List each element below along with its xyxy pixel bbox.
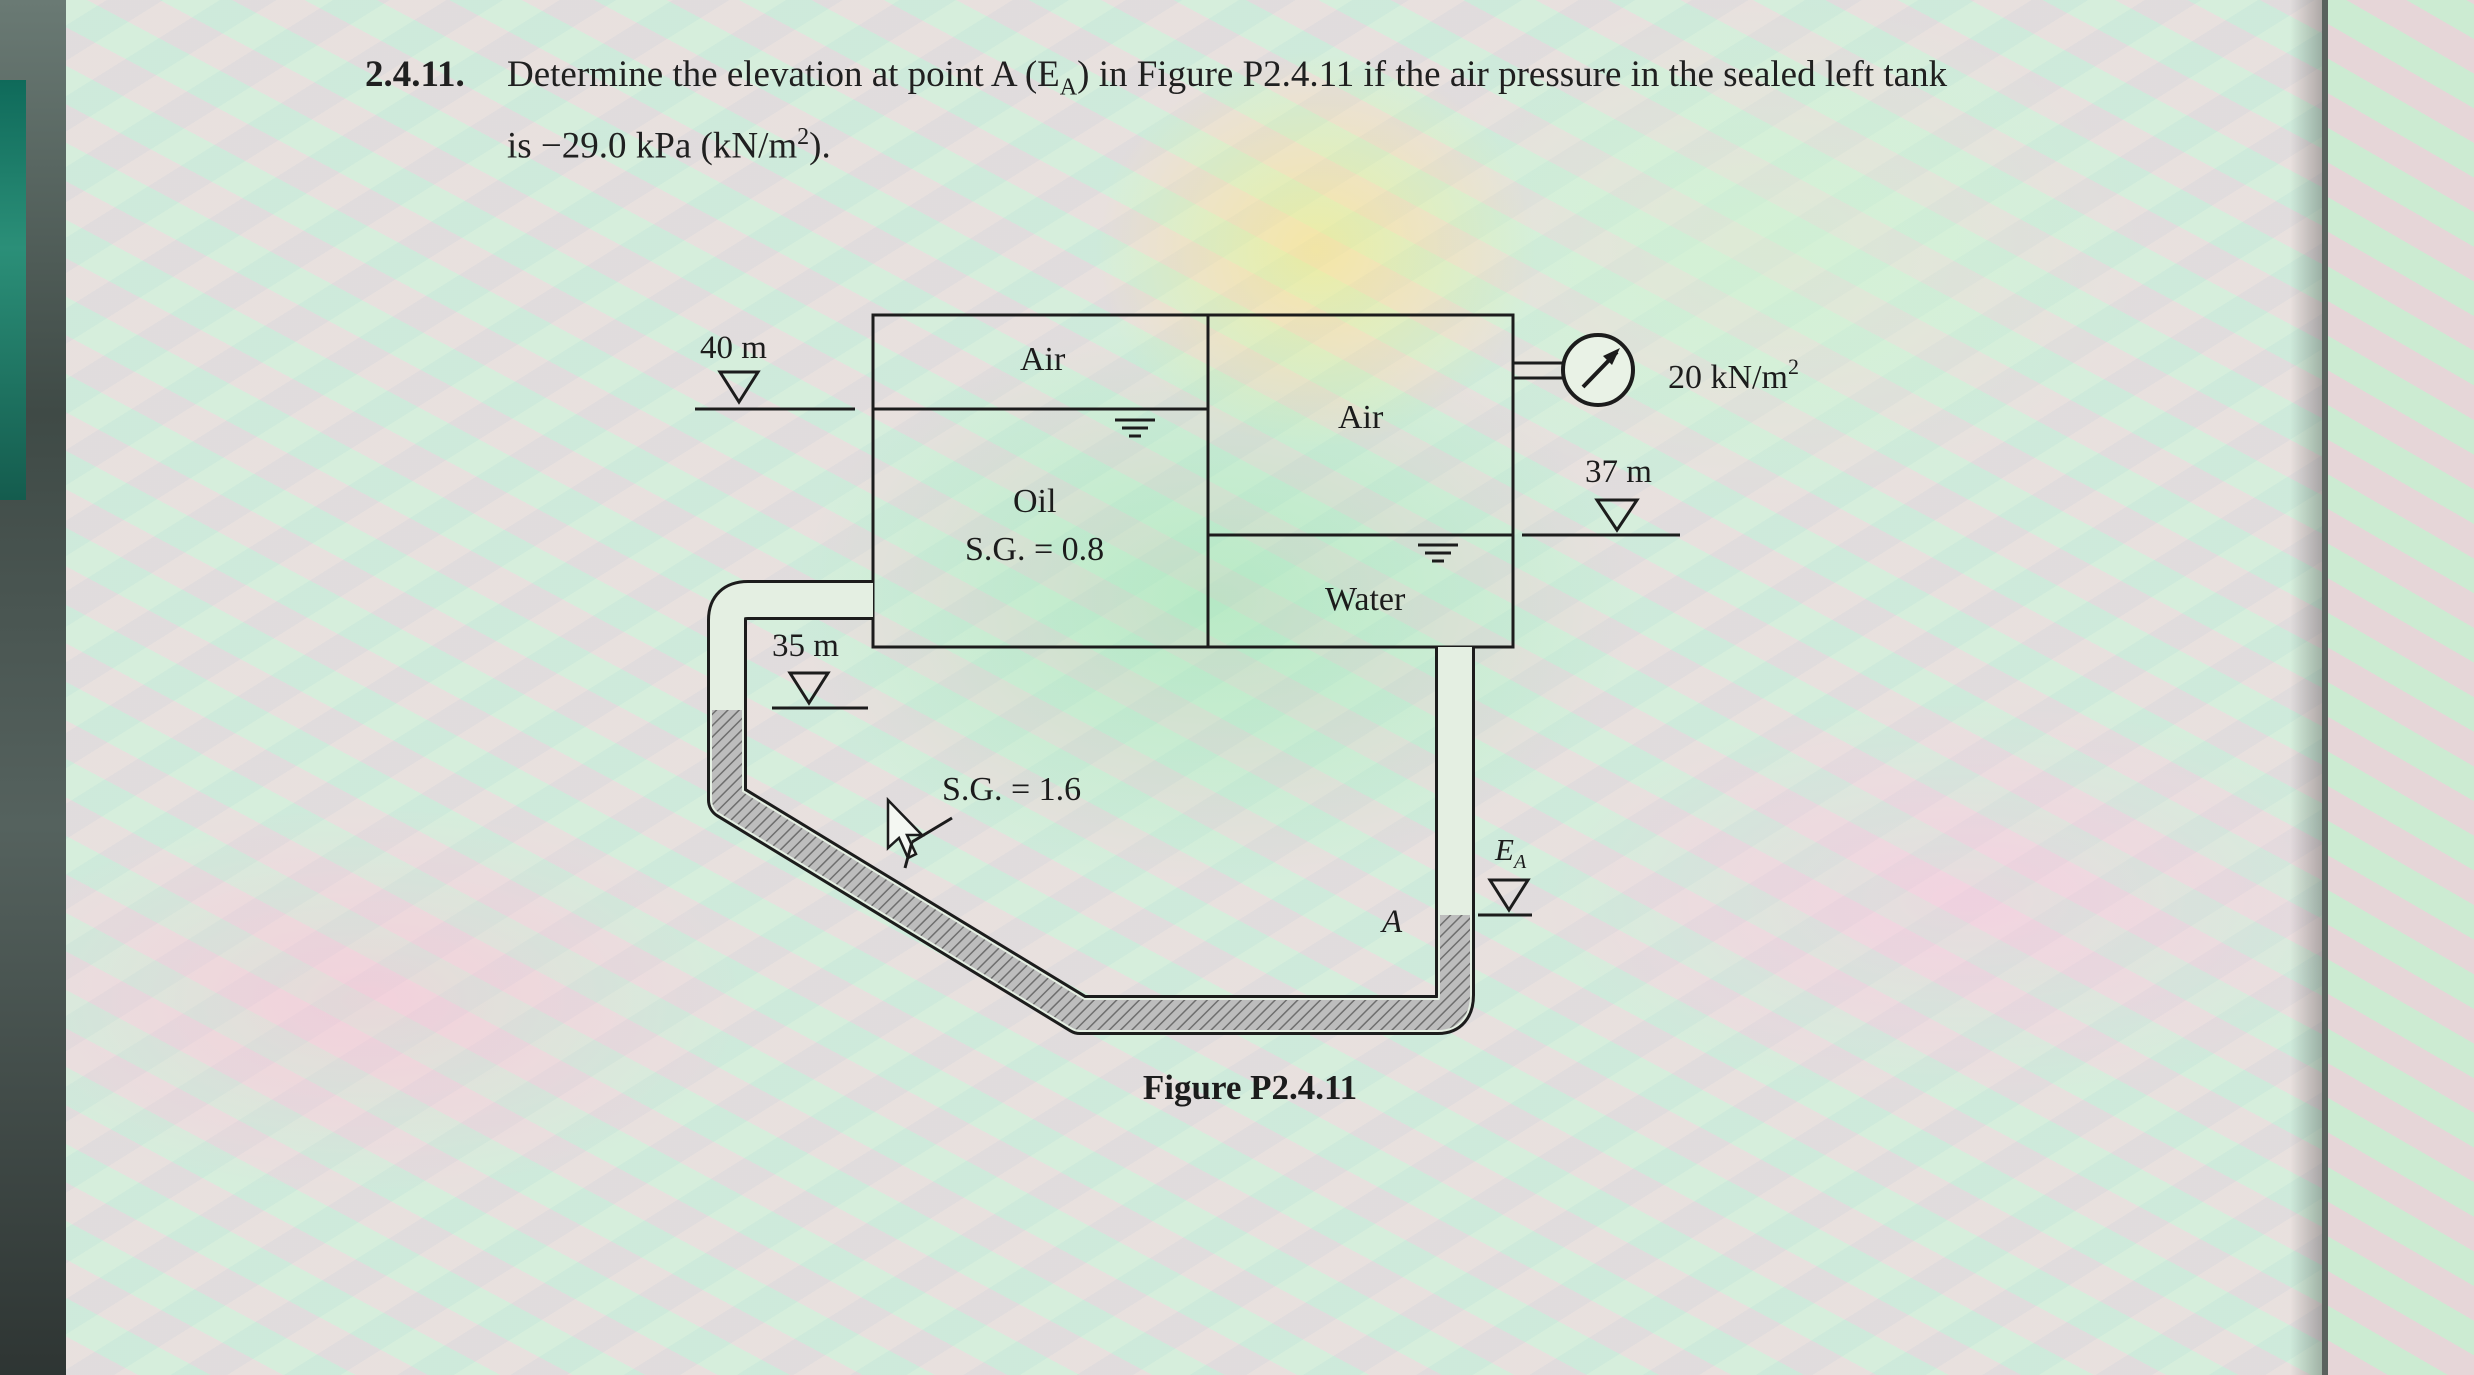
right-tank [1206, 313, 1515, 649]
problem-line1: Determine the elevation at point A (E [507, 54, 1060, 95]
page-gutter-shadow [2290, 0, 2322, 1375]
elevation-marker-35: 35 m [772, 628, 868, 710]
problem-text: Determine the elevation at point A (EA) … [507, 50, 2157, 172]
datum-triangle-icon [1594, 498, 1640, 533]
elevation-marker-40: 40 m [695, 330, 855, 411]
datum-triangle-icon [1487, 878, 1531, 913]
gauge-pipe [1511, 361, 1563, 380]
right-tank-air-label: Air [1338, 399, 1384, 436]
problem-line1-end: ) in Figure P2.4.11 if the air pressure … [1077, 54, 1948, 95]
problem-number: 2.4.11. [365, 54, 465, 95]
manometer-fluid [712, 710, 1470, 1030]
water-label: Water [1325, 581, 1406, 618]
gauge-reading-label: 20 kN/m2 [1668, 354, 1799, 396]
textbook-page [66, 0, 2322, 1375]
elevation-37-label: 37 m [1585, 454, 1652, 490]
oil-sg-label: S.G. = 0.8 [965, 531, 1104, 568]
elevation-35-label: 35 m [772, 628, 839, 664]
desk-object [0, 80, 26, 500]
problem-line2-end: ). [809, 125, 831, 167]
datum-triangle-icon [717, 370, 761, 405]
gauge-needle-tip [1603, 348, 1620, 365]
gauge-reading-sup: 2 [1788, 354, 1799, 379]
elevation-EA-label: EA [1494, 832, 1527, 873]
elevation-40-label: 40 m [700, 330, 767, 366]
oil-label: Oil [1013, 483, 1056, 520]
problem-line1-sub: A [1059, 74, 1078, 101]
desk-left-edge [0, 0, 66, 1375]
next-page-edge [2322, 0, 2474, 1375]
problem-line2: is −29.0 kPa (kN/m [507, 125, 798, 167]
problem-line2-sup: 2 [797, 124, 810, 151]
figure-caption: Figure P2.4.11 [1142, 1068, 1358, 1107]
oil-surface-symbol [1115, 418, 1155, 438]
datum-triangle-icon [787, 671, 831, 706]
water-surface-symbol [1418, 543, 1458, 563]
gauge-reading-value: 20 kN/m [1668, 359, 1788, 396]
elevation-EA-letter: E [1494, 832, 1514, 867]
manometer-sg-label: S.G. = 1.6 [942, 771, 1081, 808]
point-a-label: A [1380, 904, 1403, 940]
elevation-marker-EA: EA [1478, 832, 1532, 917]
elevation-EA-sub: A [1512, 851, 1527, 873]
mouse-cursor-icon [886, 796, 953, 869]
elevation-marker-37: 37 m [1522, 454, 1680, 537]
left-tank-air-label: Air [1020, 341, 1066, 378]
